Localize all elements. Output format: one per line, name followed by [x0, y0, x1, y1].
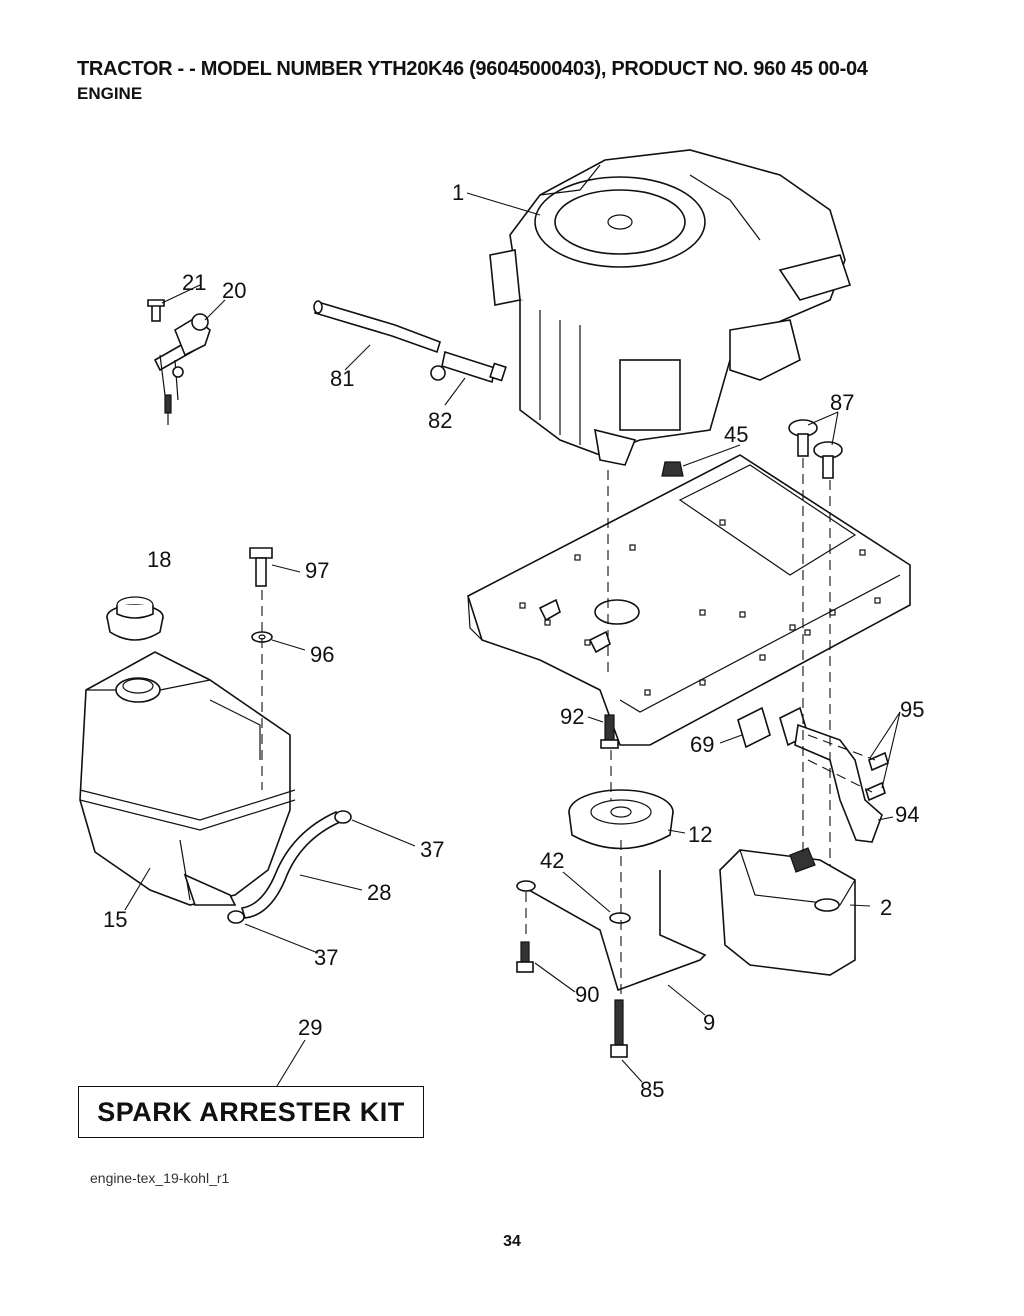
fuel-line-and-filter [313, 300, 507, 384]
fuel-tank [79, 651, 296, 906]
diagram-code: engine-tex_19-kohl_r1 [90, 1170, 230, 1186]
fuel-cap [106, 596, 164, 641]
callout-numbers: 1 21 20 81 82 87 45 18 97 96 92 95 69 94… [103, 180, 924, 1102]
callout-95: 95 [900, 697, 924, 722]
callout-9: 9 [703, 1010, 715, 1035]
pulley [568, 789, 674, 850]
callout-21: 21 [182, 270, 206, 295]
callout-37-lower: 37 [314, 945, 338, 970]
tank-bolt-and-washer [249, 547, 273, 643]
bolt-92 [600, 714, 619, 749]
callout-87: 87 [830, 390, 854, 415]
callout-37-upper: 37 [420, 837, 444, 862]
callout-15: 15 [103, 907, 127, 932]
callout-29: 29 [298, 1015, 322, 1040]
throttle-control [147, 299, 211, 425]
engine-assembly [489, 149, 852, 466]
exhaust-assembly [719, 706, 889, 976]
bracket-rod [516, 870, 707, 1058]
callout-18: 18 [147, 547, 171, 572]
callout-1: 1 [452, 180, 464, 205]
callout-85: 85 [640, 1077, 664, 1102]
callout-90: 90 [575, 982, 599, 1007]
callout-69: 69 [690, 732, 714, 757]
callout-12: 12 [688, 822, 712, 847]
callout-81: 81 [330, 366, 354, 391]
page-number: 34 [503, 1233, 521, 1250]
callout-2: 2 [880, 895, 892, 920]
engine-mounting-plate [467, 454, 911, 746]
section-subtitle: ENGINE [77, 84, 143, 103]
leader-lines [124, 192, 901, 1087]
callout-20: 20 [222, 278, 246, 303]
alignment-lines [261, 458, 876, 1000]
callout-42: 42 [540, 848, 564, 873]
page-title: TRACTOR - - MODEL NUMBER YTH20K46 (96045… [77, 58, 868, 80]
callout-94: 94 [895, 802, 919, 827]
callout-28: 28 [367, 880, 391, 905]
callout-45: 45 [724, 422, 748, 447]
spark-arrester-kit-label: SPARK ARRESTER KIT [78, 1086, 424, 1138]
callout-82: 82 [428, 408, 452, 433]
callout-92: 92 [560, 704, 584, 729]
callout-96: 96 [310, 642, 334, 667]
callout-97: 97 [305, 558, 329, 583]
fuel-hose-and-clamps [227, 810, 352, 924]
